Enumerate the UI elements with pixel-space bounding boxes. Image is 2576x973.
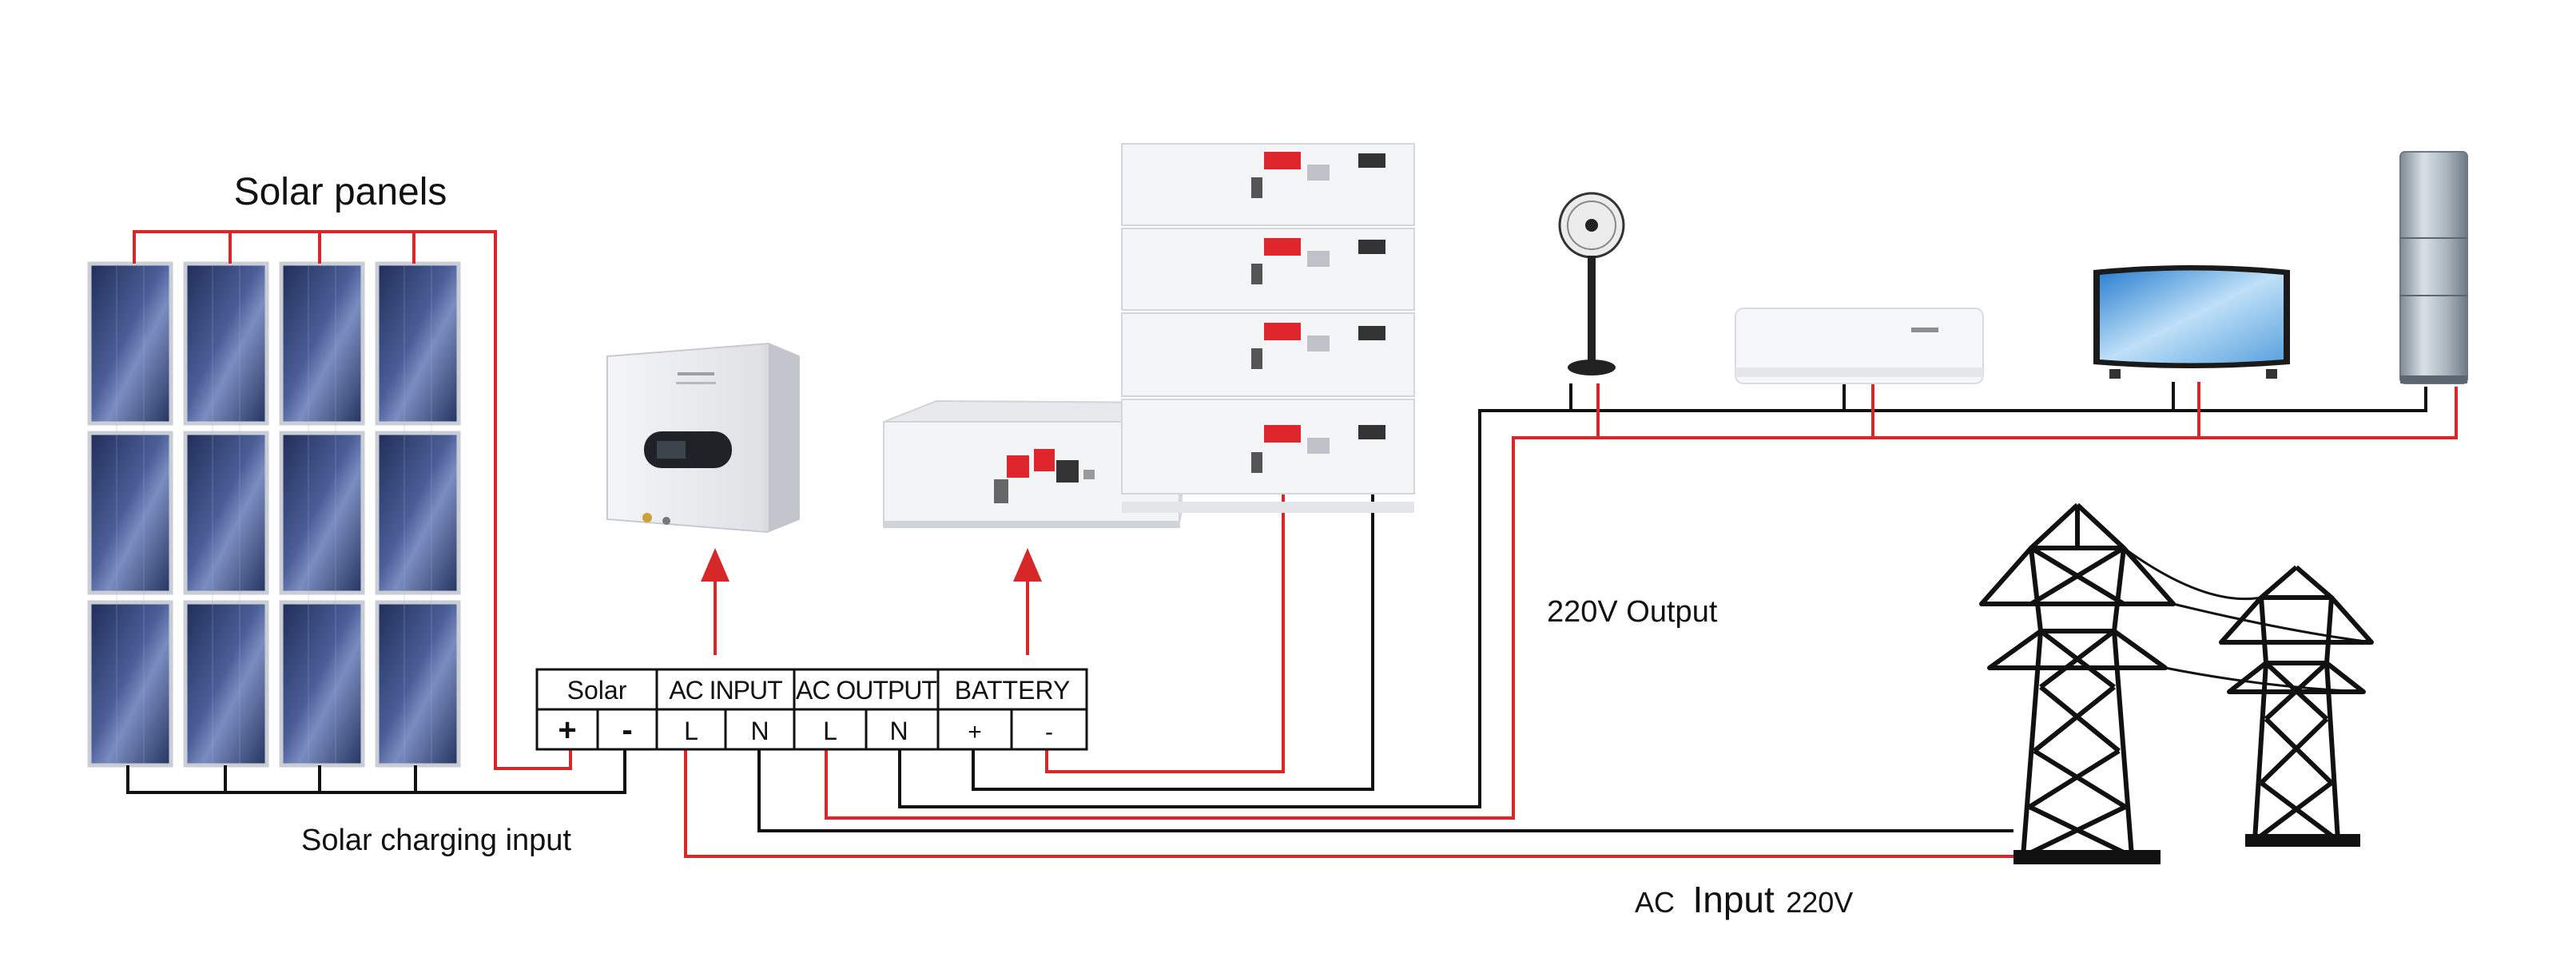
terminal-ac-input-n: N xyxy=(750,717,769,745)
arrows xyxy=(701,548,1042,655)
solar-panels-label: Solar panels xyxy=(234,171,447,213)
terminal-battery-minus: - xyxy=(1045,719,1053,745)
solar-panel xyxy=(375,431,461,595)
solar-panel-array xyxy=(87,261,461,768)
terminal-ac-output-n: N xyxy=(889,717,908,745)
output-220v-label: 220V Output xyxy=(1547,595,1718,629)
arrow-up-icon xyxy=(1013,548,1042,582)
solar-panel xyxy=(279,431,365,595)
inverter-icon xyxy=(606,342,800,534)
solar-positive-wire xyxy=(133,230,572,770)
terminal-solar-plus: + xyxy=(558,713,576,748)
solar-panel xyxy=(87,600,173,768)
transmission-tower-icon xyxy=(1979,502,2374,859)
solar-panel xyxy=(183,261,269,426)
solar-panel xyxy=(87,261,173,426)
solar-charging-input-label: Solar charging input xyxy=(301,824,571,857)
solar-panel xyxy=(183,431,269,595)
air-conditioner-icon xyxy=(1735,308,1984,384)
terminal-group-ac-output: AC OUTPUT xyxy=(796,676,936,705)
terminal-ac-output-l: L xyxy=(823,717,837,745)
wiring xyxy=(126,230,2458,858)
terminal-block: Solar AC INPUT AC OUTPUT BATTERY + - L N… xyxy=(535,668,1088,751)
ac-input-live-wire xyxy=(684,749,2013,858)
solar-panel xyxy=(375,261,461,426)
solar-panel xyxy=(87,431,173,595)
arrow-up-icon xyxy=(701,548,729,582)
solar-panel xyxy=(279,600,365,768)
ac-input-main: Input xyxy=(1692,879,1775,920)
terminal-group-battery: BATTERY xyxy=(955,676,1071,705)
terminal-group-solar: Solar xyxy=(567,676,627,705)
terminal-battery-plus: + xyxy=(968,719,982,745)
solar-panel xyxy=(183,600,269,768)
battery-negative-wire xyxy=(1045,438,1285,773)
battery-stack-icon xyxy=(1121,143,1415,513)
ac-input-220v-label: AC Input 220V xyxy=(1635,879,1853,920)
ac-output-neutral-wire xyxy=(898,387,2427,808)
refrigerator-icon xyxy=(2399,151,2468,384)
ac-input-neutral-wire xyxy=(757,749,2013,832)
terminal-solar-minus: - xyxy=(622,713,632,748)
ac-input-suffix: 220V xyxy=(1786,886,1853,919)
solar-panel xyxy=(279,261,365,426)
battery-positive-wire xyxy=(972,438,1374,791)
solar-panel xyxy=(375,600,461,768)
tower-base xyxy=(2013,850,2161,864)
television-icon xyxy=(2093,265,2290,379)
tower-base xyxy=(2245,834,2360,847)
solar-negative-wire xyxy=(126,749,626,794)
ac-output-live-wire xyxy=(825,387,2458,820)
fan-icon xyxy=(1558,192,1625,375)
terminal-ac-input-l: L xyxy=(684,717,698,745)
ac-input-prefix: AC xyxy=(1635,886,1675,919)
terminal-group-ac-input: AC INPUT xyxy=(669,676,782,705)
